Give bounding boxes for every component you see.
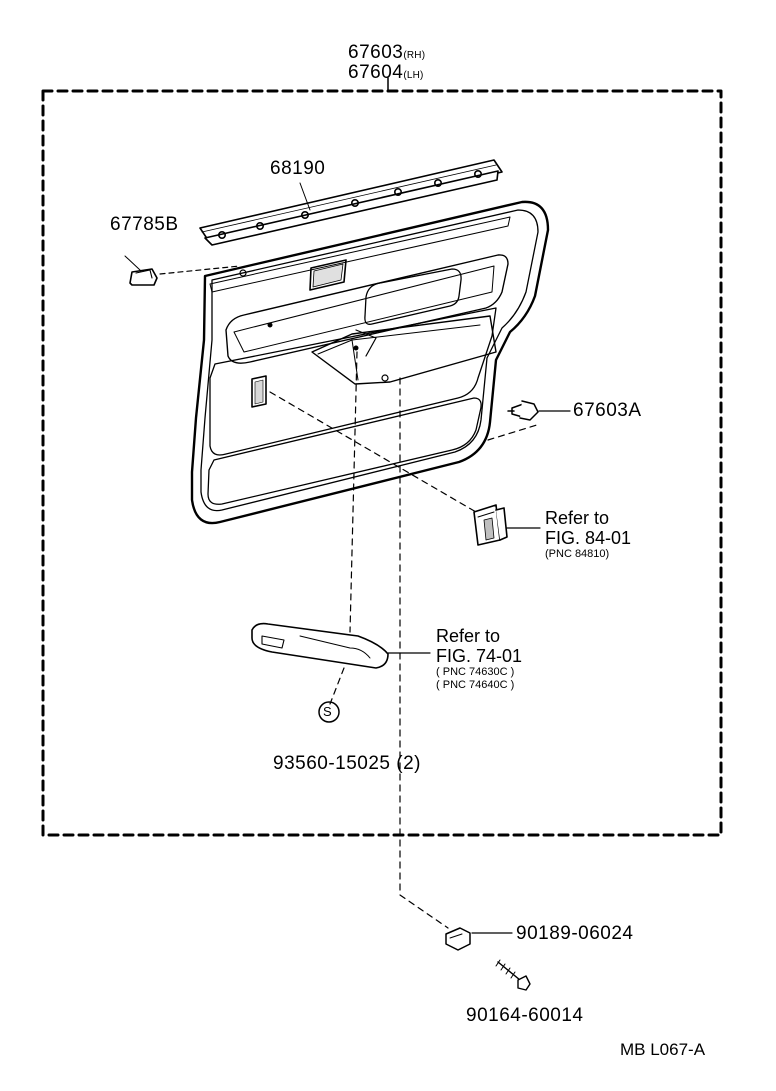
label-bolt: 90164-60014 bbox=[466, 1005, 584, 1026]
door-trim-panel bbox=[190, 200, 550, 525]
clip-67603a bbox=[507, 400, 571, 421]
switch-ref-line2: FIG. 84-01 bbox=[545, 528, 632, 548]
assembly-part-rh-number: 67603 bbox=[348, 42, 404, 63]
armrest-ref-pnc1: PNC 74630C bbox=[442, 666, 508, 678]
label-clip-side: 67603A bbox=[573, 400, 642, 421]
dashed-leaders bbox=[269, 351, 541, 929]
armrest-ref-pnc-group: ( PNC 74630C ) bbox=[436, 666, 515, 678]
screw-symbol-circle bbox=[318, 701, 340, 723]
switch-reference: Refer to FIG. 84-01 (PNC 84810) bbox=[545, 508, 631, 561]
assembly-tag-rh: (RH) bbox=[403, 50, 426, 61]
figure-code: MB L067-A bbox=[620, 1040, 706, 1059]
armrest-reference: Refer to FIG. 74-01 ( PNC 74630C ) ( PNC… bbox=[436, 626, 522, 692]
armrest-ref-line1: Refer to bbox=[436, 626, 501, 646]
screw-symbol-letter: S bbox=[323, 704, 332, 719]
armrest-part bbox=[251, 622, 431, 669]
switch-ref-pnc: (PNC 84810) bbox=[545, 548, 610, 560]
retainer-part bbox=[445, 927, 513, 951]
armrest-ref-pnc2: PNC 74640C bbox=[442, 679, 508, 691]
switch-ref-line1: Refer to bbox=[545, 508, 610, 528]
assembly-tag-lh: (LH) bbox=[403, 70, 424, 81]
assembly-part-rh: 67603(RH) bbox=[348, 43, 425, 62]
label-weatherstrip: 68190 bbox=[270, 158, 326, 179]
label-retainer: 90189-06024 bbox=[516, 923, 634, 944]
armrest-ref-pnc-group-2: ( PNC 74640C ) bbox=[436, 679, 515, 691]
clip-67785b bbox=[124, 255, 241, 286]
weatherstrip-part bbox=[199, 159, 503, 246]
label-screw: 93560-15025 (2) bbox=[273, 753, 421, 774]
label-clip-upper: 67785B bbox=[110, 214, 179, 235]
window-switch-part bbox=[473, 504, 541, 546]
assembly-part-lh: 67604(LH) bbox=[348, 63, 424, 82]
armrest-ref-line2: FIG. 74-01 bbox=[436, 646, 523, 666]
assembly-part-lh-number: 67604 bbox=[348, 62, 404, 83]
assembly-boundary bbox=[41, 89, 723, 837]
bolt-part bbox=[495, 959, 531, 991]
